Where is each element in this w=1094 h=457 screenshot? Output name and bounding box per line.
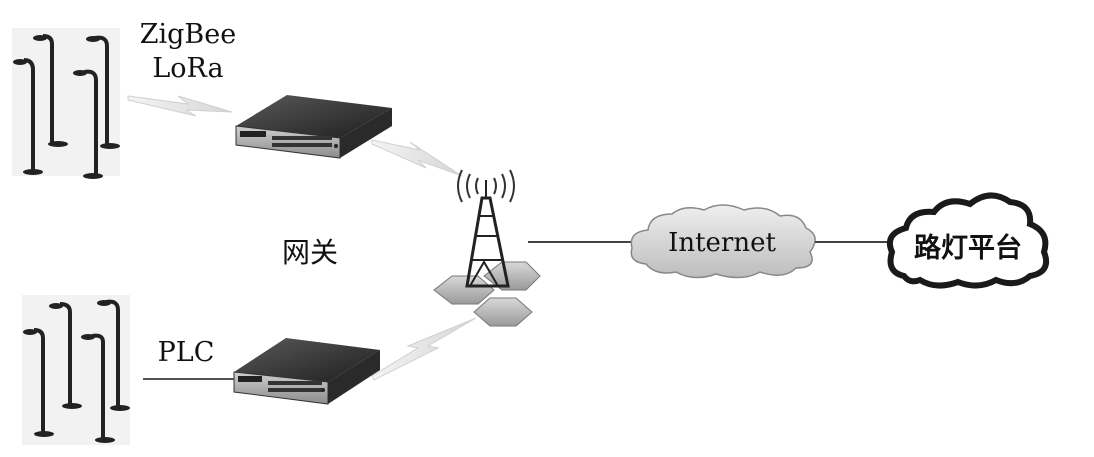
plc-label: PLC [158,337,215,368]
gateway-label: 网关 [282,236,338,269]
internet-cloud-icon [630,204,816,279]
wireless-link-top-right [371,139,463,177]
platform-cloud-icon [886,192,1050,289]
streetlights-top-icon [12,28,120,179]
streetlights-bottom-icon [22,295,130,445]
gateway-device-bottom-icon [233,338,380,405]
protocol-label-lora: LoRa [152,53,223,84]
wireless-link-bottom [371,317,477,381]
protocol-label-zigbee: ZigBee [140,19,236,50]
cell-tower-icon [433,169,541,327]
gateway-device-top-icon [235,95,392,159]
internet-label: Internet [668,228,776,258]
platform-label: 路灯平台 [914,232,1022,264]
wireless-link-top-left [127,95,233,117]
